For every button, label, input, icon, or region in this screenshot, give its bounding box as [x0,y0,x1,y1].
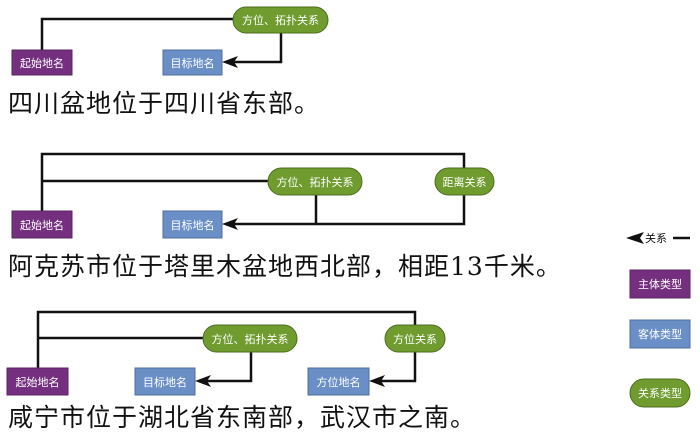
legend-relation-arrow: 关系 [626,231,690,245]
target-node[interactable]: 目标地名 [162,49,223,76]
legend-subject-label: 主体类型 [638,277,682,291]
arrowhead-icon [222,218,238,230]
arrow-line [226,33,283,64]
legend-relation-type: 关系类型 [629,378,691,408]
distance-relation-node[interactable]: 距离关系 [434,167,495,196]
arrow-line [226,195,466,226]
example-3: 起始地名 方位、拓扑关系 方位关系 目标地名 方位地名 [6,310,446,396]
target-node-label: 目标地名 [171,56,215,70]
relation-node-label: 方位、拓扑关系 [242,13,319,27]
relation-node[interactable]: 方位、拓扑关系 [232,6,329,34]
legend-relation-type-label: 关系类型 [638,386,682,400]
legend-relation-label: 关系 [645,231,667,245]
legend-object-type: 客体类型 [629,319,691,349]
start-node-label: 起始地名 [20,56,64,70]
direction-place-node-label: 方位地名 [317,375,361,389]
start-node-label: 起始地名 [16,375,60,389]
start-node[interactable]: 起始地名 [11,210,73,239]
example-2: 起始地名 方位、拓扑关系 距离关系 目标地名 [11,152,495,239]
arrowhead-icon [369,375,385,387]
legend-object-label: 客体类型 [638,327,682,341]
relation-node-label: 方位、拓扑关系 [277,175,354,189]
target-node-label: 目标地名 [143,375,187,389]
target-node[interactable]: 目标地名 [134,367,196,396]
arrow-line [199,352,253,383]
target-node[interactable]: 目标地名 [162,210,223,239]
connector-line [36,310,417,368]
start-node[interactable]: 起始地名 [6,367,69,396]
arrowhead-icon [626,232,644,244]
start-node-label: 起始地名 [20,218,64,232]
direction-place-node[interactable]: 方位地名 [307,367,370,396]
relation-node[interactable]: 方位、拓扑关系 [202,324,298,353]
legend-subject-type: 主体类型 [629,269,691,299]
relation-node[interactable]: 方位、拓扑关系 [267,167,363,196]
arrowhead-icon [222,56,238,68]
example-1: 起始地名 方位、拓扑关系 目标地名 [11,6,329,76]
example-sentence: 四川盆地位于四川省东部。 [8,89,321,118]
example-sentence: 咸宁市位于湖北省东南部，武汉市之南。 [8,403,477,432]
arrow-line [373,352,417,383]
connector-line [40,152,466,211]
direction-relation-node[interactable]: 方位关系 [384,324,446,353]
target-node-label: 目标地名 [171,218,215,232]
legend: 关系 主体类型 客体类型 关系类型 [626,231,691,408]
example-sentence: 阿克苏市位于塔里木盆地西北部，相距13千米。 [8,252,562,281]
arrowhead-icon [195,375,211,387]
start-node[interactable]: 起始地名 [11,49,73,76]
relation-node-label: 方位、拓扑关系 [212,332,289,346]
direction-relation-node-label: 方位关系 [393,332,437,346]
connector-line [40,17,233,50]
distance-relation-node-label: 距离关系 [443,175,487,189]
